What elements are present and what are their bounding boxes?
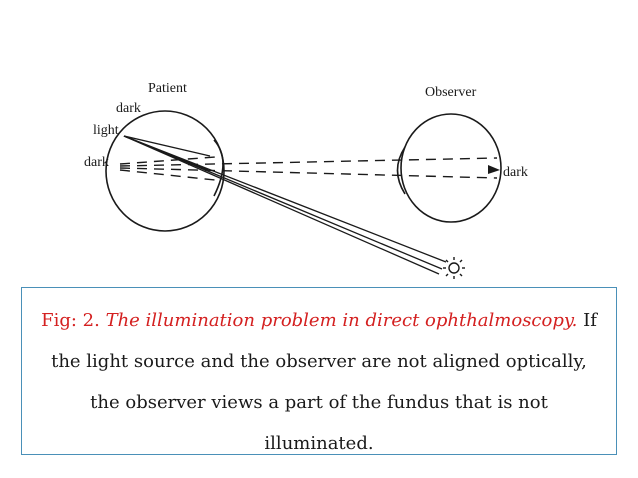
dark-top-label: dark — [116, 101, 141, 116]
figure-title: The illumination problem in direct ophth… — [105, 310, 578, 331]
light-source-icon — [443, 257, 465, 279]
figure-caption: Fig: 2. The illumination problem in dire… — [21, 287, 617, 455]
dashed-line-lower — [119, 167, 498, 179]
dark-right-label: dark — [503, 165, 528, 180]
observer-label: Observer — [425, 85, 477, 100]
patient-label: Patient — [148, 81, 187, 96]
observer-cornea — [396, 146, 406, 195]
light-ray-1 — [123, 135, 447, 263]
dashed-line-upper-eye — [119, 156, 216, 165]
dark-arrow-head — [488, 165, 500, 174]
observer-eyeball — [400, 113, 502, 223]
light-label: light — [93, 123, 119, 138]
dashed-line-lower-eye — [119, 169, 216, 181]
dark-left-label: dark — [84, 155, 109, 170]
figure-label: Fig: 2. — [41, 310, 100, 331]
light-rays — [123, 135, 447, 275]
dashed-lines — [119, 156, 498, 181]
light-ray-3 — [123, 135, 440, 275]
eye-diagram: Patient Observer dark light dark dark — [84, 81, 528, 279]
figure-description: If the light source and the observer are… — [51, 310, 597, 454]
light-ray-4 — [123, 135, 211, 157]
light-ray-5 — [123, 135, 209, 171]
observer-eye — [396, 113, 502, 223]
light-ray-2 — [123, 135, 443, 270]
dashed-line-upper — [119, 157, 498, 167]
